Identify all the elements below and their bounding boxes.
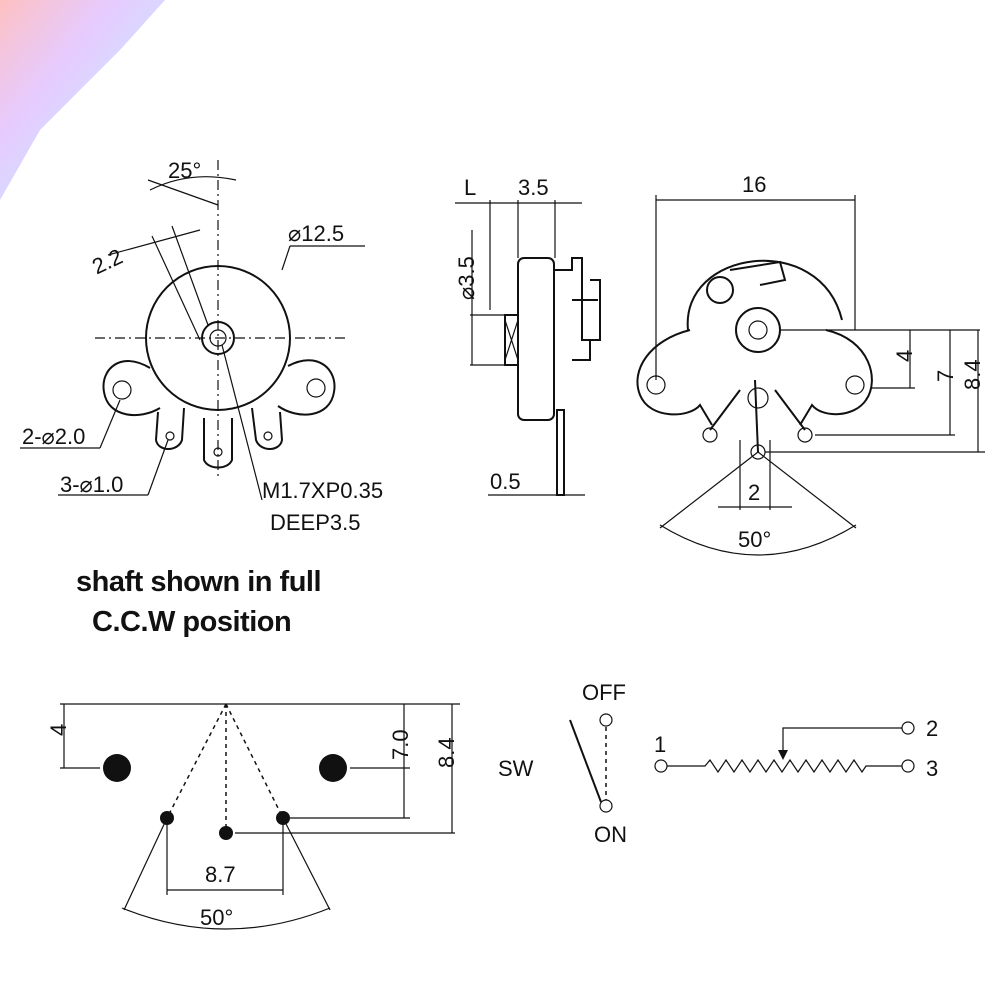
depth-label: DEEP3.5 [270, 510, 361, 535]
L-label: L [464, 175, 476, 200]
pin-holes-label: 3-⌀1.0 [60, 472, 123, 497]
pcb-layout: 4 7.0 8.4 8.7 50° [46, 703, 460, 930]
pcb-height-8-4-label: 8.4 [434, 737, 459, 768]
schematic: SW OFF ON 1 2 3 [498, 680, 938, 847]
angle-50-label: 50° [738, 527, 771, 552]
pin-thickness-label: 0.5 [490, 469, 521, 494]
pcb-height-7-label: 7.0 [388, 729, 413, 760]
caption-line-1: shaft shown in full [76, 566, 322, 598]
width-label: 3.5 [518, 175, 549, 200]
sw-label: SW [498, 756, 534, 781]
height-7-label: 7 [933, 370, 958, 382]
pitch-label: 2 [748, 480, 760, 505]
slot-width-label: 2.2 [88, 244, 126, 280]
height-4-label: 4 [892, 350, 917, 362]
off-label: OFF [582, 680, 626, 705]
pin-2-label: 2 [926, 716, 938, 741]
side-view: L 3.5 ⌀3.5 0.5 [454, 175, 601, 496]
rear-view: 16 4 7 8.4 2 50° [636, 172, 985, 556]
pin-1-label: 1 [654, 732, 666, 757]
on-label: ON [594, 822, 627, 847]
spacing-label: 8.7 [205, 862, 236, 887]
caption-line-2: C.C.W position [92, 606, 292, 638]
pin-3-label: 3 [926, 756, 938, 781]
pcb-angle-label: 50° [200, 905, 233, 930]
angle-label: 25° [168, 158, 201, 183]
rainbow-corner-artifact [0, 0, 165, 200]
pcb-height-4-label: 4 [46, 724, 71, 736]
thread-label: M1.7XP0.35 [262, 478, 383, 503]
height-8-4-label: 8.4 [960, 359, 985, 390]
width-16-label: 16 [742, 172, 766, 197]
mount-holes-label: 2-⌀2.0 [22, 424, 85, 449]
front-view: 25° 2.2 ⌀12.5 2-⌀2.0 3-⌀1.0 M1.7XP0.35 D… [20, 158, 383, 535]
shaft-diameter-label: ⌀3.5 [454, 256, 479, 300]
diameter-label: ⌀12.5 [288, 221, 344, 246]
